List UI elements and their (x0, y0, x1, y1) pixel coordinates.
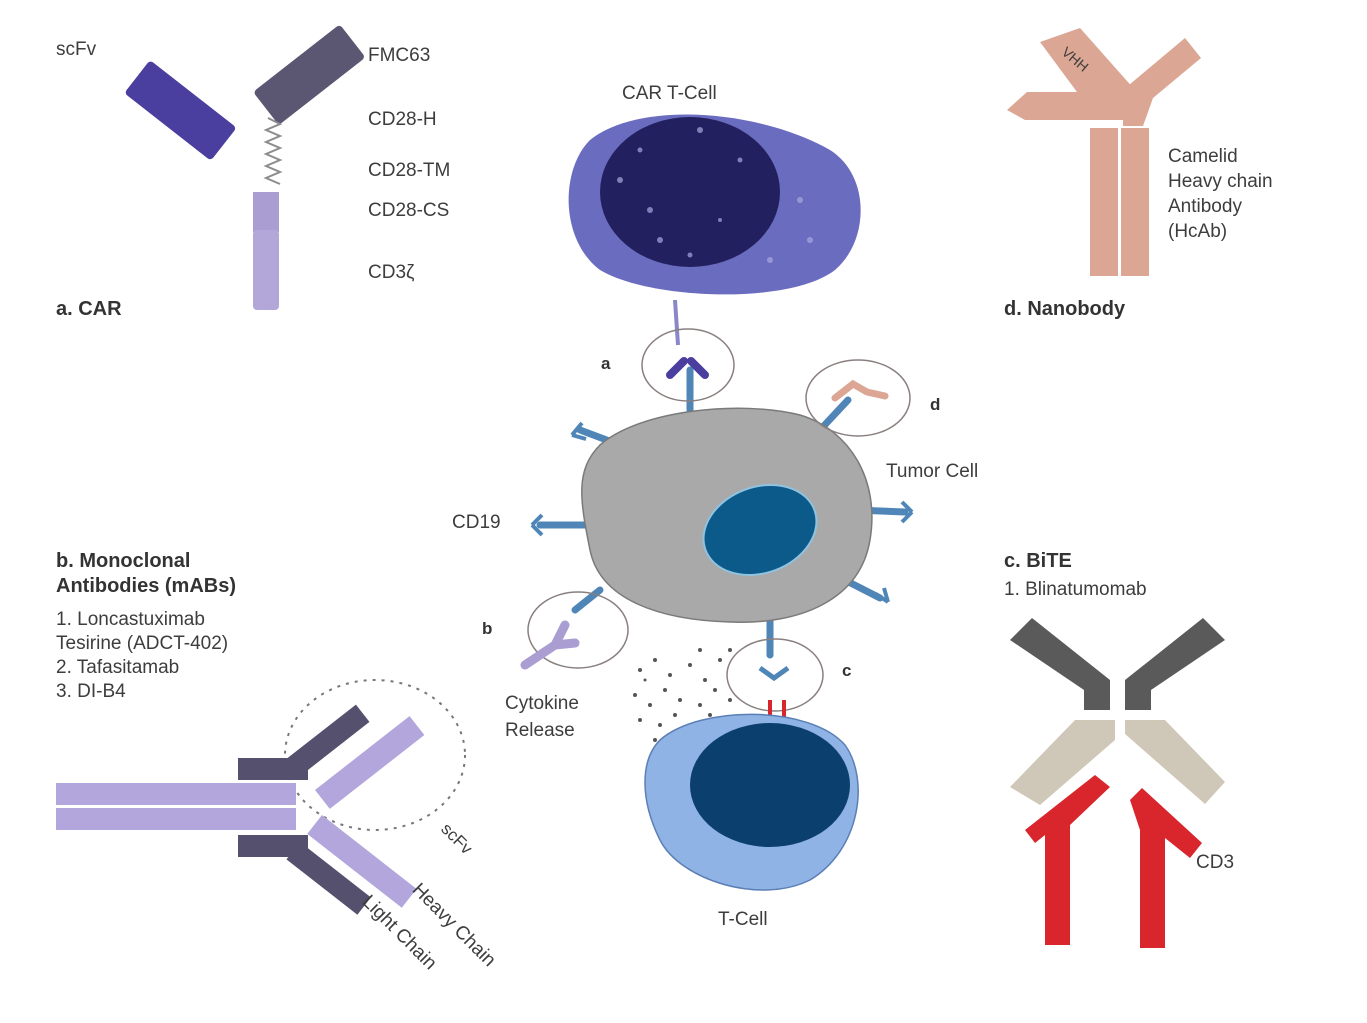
bite-top-right (1125, 618, 1225, 710)
cd28-cs-label: CD28-CS (368, 200, 450, 221)
cd28-cs (253, 192, 279, 232)
tumor-cell (530, 366, 914, 659)
bite-middle-right (1125, 720, 1225, 804)
tumor-cell-label: Tumor Cell (886, 461, 979, 482)
car-t-cell-label: CAR T-Cell (622, 83, 717, 104)
circle-d-label: d (930, 395, 941, 414)
cd28-h-label: CD28-H (368, 109, 437, 130)
mab-item-3: 3. DI-B4 (56, 681, 126, 702)
interaction-circle-c (726, 638, 824, 720)
scfv-arm (125, 61, 236, 160)
bite-item-1: 1. Blinatumomab (1004, 579, 1147, 600)
cytokine-label-1: Cytokine (505, 693, 579, 714)
cytokine-label-2: Release (505, 720, 575, 741)
nanobody-structure (1007, 28, 1201, 276)
nanobody-desc-2: Heavy chain (1168, 171, 1273, 192)
heavy-chain-fc-bottom (56, 808, 296, 830)
mab-item-1-cont: Tesirine (ADCT-402) (56, 633, 229, 654)
cd3-arrow-left (1025, 775, 1110, 945)
mab-item-1: 1. Loncastuximab (56, 609, 205, 630)
t-cell (644, 713, 859, 891)
car-t-cell (568, 114, 861, 346)
bite-structure (1010, 618, 1225, 948)
heavy-chain-bottom-arm (307, 815, 417, 908)
panel-a-title: a. CAR (56, 298, 122, 320)
t-cell-nucleus (690, 723, 850, 847)
heavy-chain-top-arm (315, 716, 425, 809)
tumor-cell-nucleus (702, 483, 818, 577)
cd3z-label: CD3ζ (368, 262, 415, 283)
cd19-label: CD19 (452, 512, 501, 533)
car-t-cell-nucleus (600, 117, 780, 267)
scfv-dashed-circle (284, 679, 466, 831)
heavy-chain-left (1090, 128, 1118, 276)
interaction-circle-a (641, 328, 735, 402)
light-chain-bottom-arm (286, 842, 371, 915)
vhh-arm-left (1007, 28, 1135, 120)
panel-b-title-1: b. Monoclonal (56, 550, 191, 572)
fmc63-arm (254, 25, 364, 124)
nanobody-desc-3: Antibody (1168, 196, 1242, 217)
circle-c-label: c (842, 661, 852, 680)
vhh-arm-right (1123, 38, 1201, 126)
nanobody-desc-4: (HcAb) (1168, 221, 1228, 242)
heavy-chain-fc-top (56, 783, 296, 805)
circle-b-label: b (482, 619, 493, 638)
car-t-tether (673, 299, 680, 346)
interaction-circle-b (520, 591, 629, 670)
nanobody-desc-1: Camelid (1168, 146, 1238, 167)
heavy-chain-right (1121, 128, 1149, 276)
cd28-hinge (263, 117, 283, 185)
panel-d-title: d. Nanobody (1004, 298, 1126, 320)
fmc63-label: FMC63 (368, 45, 431, 66)
cd3-label: CD3 (1196, 852, 1235, 873)
panel-b-title-2: Antibodies (mABs) (56, 575, 236, 597)
interaction-circle-d (805, 359, 911, 437)
cytokine-particles (633, 648, 732, 742)
scfv-label: scFv (56, 39, 97, 60)
cd3z-domain (253, 230, 279, 310)
mab-structure (56, 679, 466, 915)
cd3-arrow-right (1130, 788, 1202, 948)
circle-a-label: a (601, 354, 611, 373)
bite-top-left (1010, 618, 1110, 710)
t-cell-label: T-Cell (718, 909, 768, 930)
car-structure (125, 25, 364, 310)
panel-c-title: c. BiTE (1004, 550, 1072, 572)
cd28-tm-label: CD28-TM (368, 160, 451, 181)
light-chain-top-arm (284, 704, 370, 778)
mab-item-2: 2. Tafasitamab (56, 657, 180, 678)
light-chain-bottom (238, 835, 308, 857)
bite-middle-left (1010, 720, 1115, 805)
